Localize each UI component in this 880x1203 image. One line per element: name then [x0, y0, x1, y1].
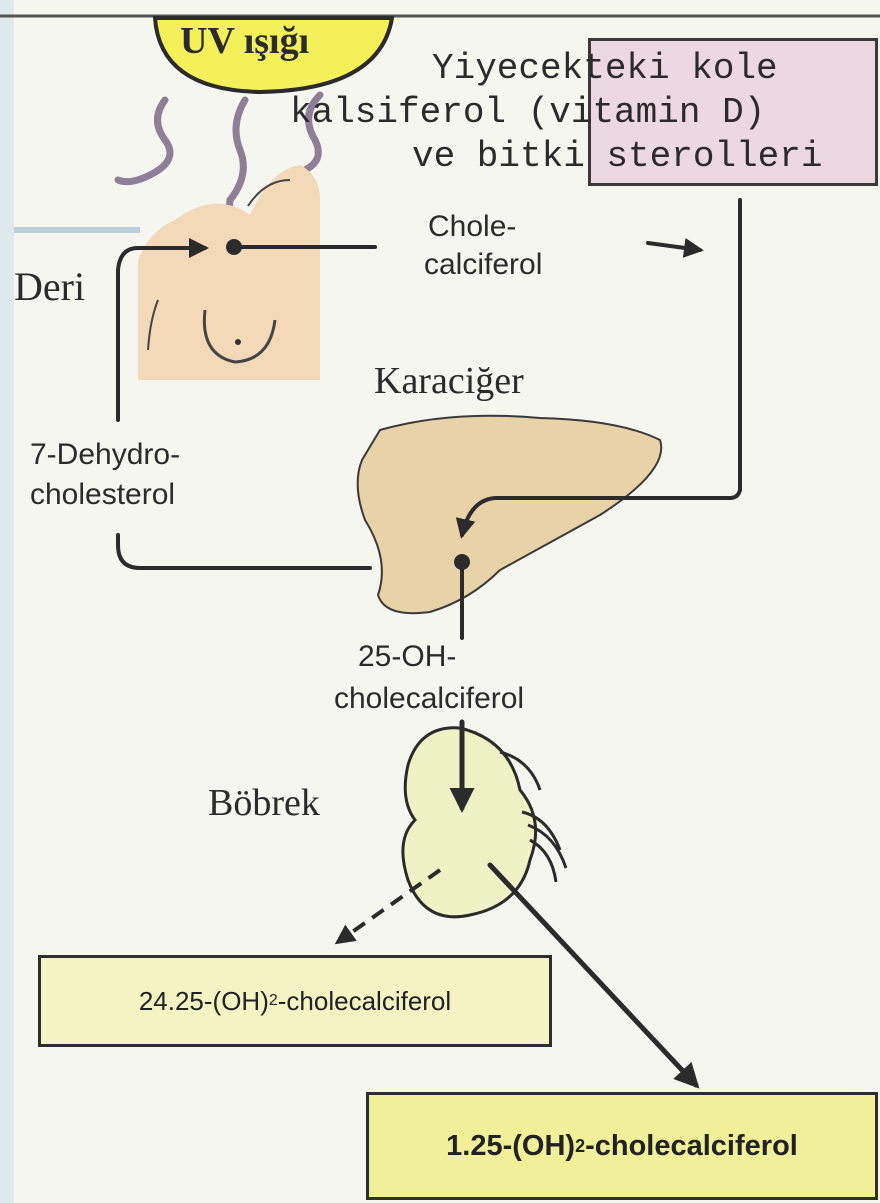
- kidney-icon: [403, 728, 566, 917]
- skin-label: Deri: [14, 264, 85, 310]
- uv-label: UV ışığı: [180, 20, 309, 64]
- b24-sub: 2: [269, 992, 278, 1010]
- food-label-line2: kalsiferol (vitamin D): [290, 92, 765, 133]
- b24-suffix: -cholecalciferol: [278, 986, 451, 1017]
- left-band: [0, 0, 14, 1203]
- result-box-1-25: 1.25-(OH)2-cholecalciferol: [366, 1092, 878, 1200]
- b24-prefix: 24.25-(OH): [139, 986, 269, 1017]
- liver-label: Karaciğer: [374, 360, 524, 404]
- food-label-line3: ve bitki sterolleri: [412, 136, 822, 177]
- kidney-label: Böbrek: [208, 782, 320, 826]
- b125-sub: 2: [575, 1136, 585, 1157]
- cholecalciferol-label-line1: Chole-: [428, 210, 516, 245]
- skin-node: [226, 239, 242, 255]
- liver-icon: [358, 416, 662, 614]
- oh25-label-line1: 25-OH-: [358, 640, 456, 675]
- b125-suffix: -cholecalciferol: [585, 1130, 798, 1163]
- liver-node: [454, 554, 470, 570]
- dehydro-label-line1: 7-Dehydro-: [30, 438, 180, 473]
- food-label-line1: Yiyecekteki kole: [432, 48, 778, 89]
- result-box-24-25: 24.25-(OH)2-cholecalciferol: [38, 955, 552, 1047]
- cholecalciferol-label-line2: calciferol: [424, 248, 542, 283]
- oh25-label-line2: cholecalciferol: [334, 682, 524, 717]
- dehydro-label-line2: cholesterol: [30, 478, 175, 513]
- b125-prefix: 1.25-(OH): [446, 1130, 575, 1163]
